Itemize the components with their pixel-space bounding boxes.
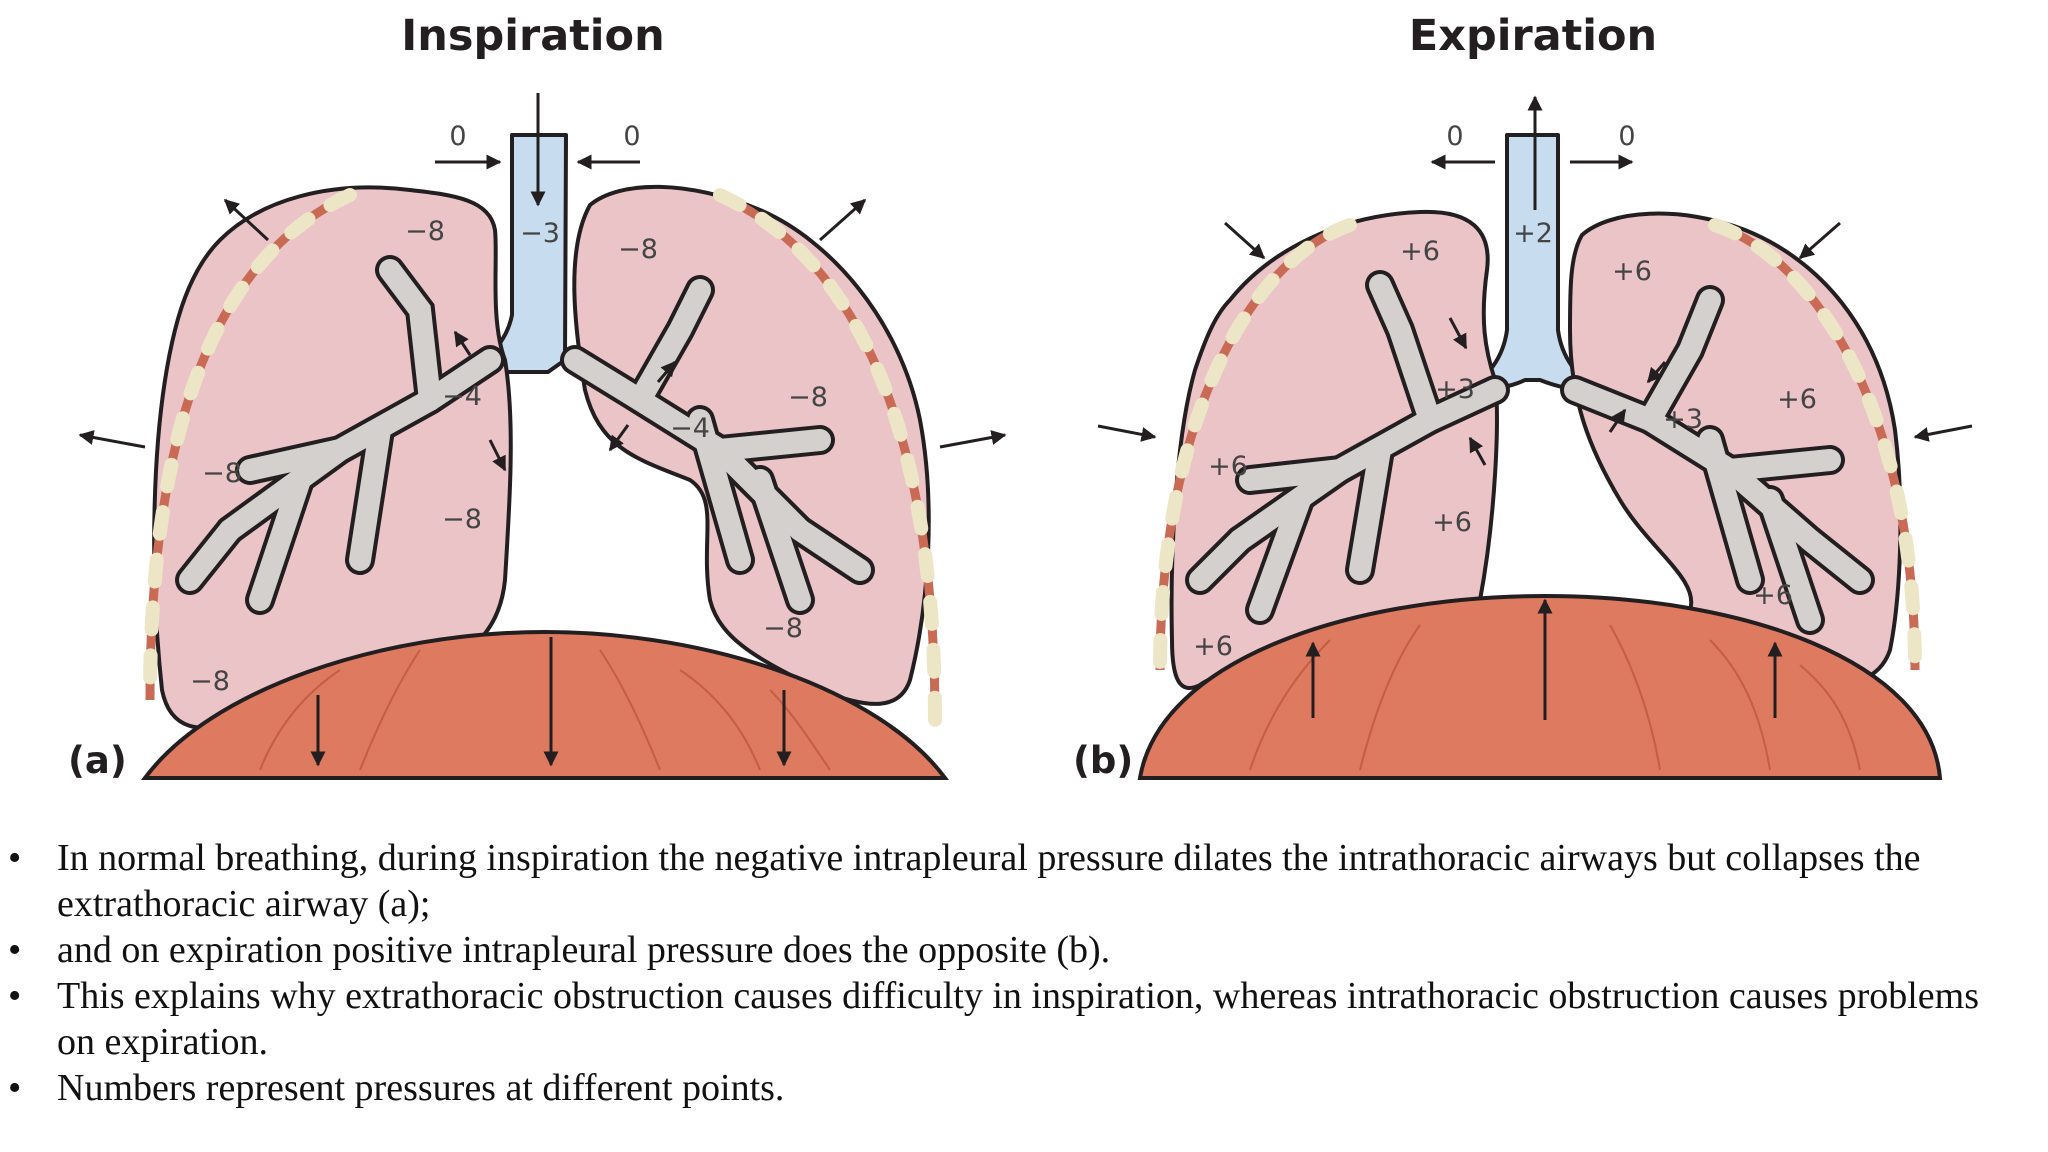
pressure-label: 0 bbox=[1618, 121, 1635, 152]
bullet-item: • Numbers represent pressures at differen… bbox=[0, 1065, 2000, 1111]
pressure-label: −8 bbox=[202, 458, 242, 489]
pressure-label: 0 bbox=[623, 121, 640, 152]
pressure-label: −8 bbox=[618, 234, 658, 265]
bullet-symbol: • bbox=[8, 975, 22, 1017]
pressure-label: −8 bbox=[788, 382, 828, 413]
ribs-right-panel-right bbox=[1708, 218, 1922, 677]
pressure-label: −8 bbox=[763, 613, 803, 644]
pressure-label: 0 bbox=[449, 121, 466, 152]
pressure-label: 0 bbox=[1446, 121, 1463, 152]
ribs-right-panel-left bbox=[1153, 218, 1357, 677]
bullet-text: Numbers represent pressures at different… bbox=[57, 1067, 785, 1109]
bullet-symbol: • bbox=[8, 1067, 22, 1109]
panel-label-b: (b) bbox=[1073, 739, 1133, 782]
pressure-label: −4 bbox=[670, 413, 710, 444]
pressure-label: −8 bbox=[190, 666, 230, 697]
pressure-label: +6 bbox=[1777, 384, 1817, 415]
inspiration-title: Inspiration bbox=[401, 11, 664, 61]
inspiration-arrows bbox=[78, 93, 1007, 767]
bullet-item: • This explains why extrathoracic obstruc… bbox=[0, 973, 2000, 1065]
inspiration-panel: Inspiration bbox=[68, 11, 1007, 782]
pressure-label: +3 bbox=[1663, 404, 1703, 435]
pressure-label: +6 bbox=[1432, 507, 1472, 538]
bronchi-right-panel bbox=[1185, 270, 1875, 635]
pressure-label: −4 bbox=[442, 381, 482, 412]
diaphragm-right bbox=[1137, 593, 1943, 780]
bronchi-left-panel bbox=[175, 255, 875, 615]
pressure-label: +6 bbox=[1193, 631, 1233, 662]
pressure-label: +6 bbox=[1208, 451, 1248, 482]
bullet-symbol: • bbox=[8, 929, 22, 971]
pressure-label: −8 bbox=[405, 216, 445, 247]
diaphragm-right-fibres bbox=[1249, 624, 1861, 771]
bullet-text: and on expiration positive intrapleural … bbox=[57, 929, 1111, 971]
diaphragm-left-fibres bbox=[259, 649, 831, 771]
bullet-text: This explains why extrathoracic obstruct… bbox=[57, 975, 1979, 1063]
ribs-left-panel-left bbox=[143, 188, 357, 707]
panel-label-a: (a) bbox=[68, 739, 127, 782]
caption-bullet-list: • In normal breathing, during inspiration… bbox=[0, 835, 2000, 1111]
pressure-label: +6 bbox=[1753, 580, 1793, 611]
expiration-pressure-labels: 0 0 +2 +6 +6 +3 +3 +6 +6 +6 +6 +6 bbox=[1193, 121, 1817, 662]
expiration-title: Expiration bbox=[1409, 11, 1657, 61]
diaphragm-left bbox=[141, 629, 949, 780]
pressure-label: +6 bbox=[1612, 256, 1652, 287]
pressure-label: −8 bbox=[442, 504, 482, 535]
bullet-item: • In normal breathing, during inspiration… bbox=[0, 835, 2000, 927]
expiration-arrows bbox=[1097, 95, 1973, 720]
pressure-label: +2 bbox=[1513, 218, 1553, 249]
ribs-left-panel-right bbox=[713, 188, 942, 727]
pressure-label: +3 bbox=[1435, 374, 1475, 405]
bullet-item: • and on expiration positive intrapleural… bbox=[0, 927, 2000, 973]
inspiration-pressure-labels: 0 0 −3 −8 −8 −4 −4 −8 −8 −8 −8 −8 bbox=[190, 121, 828, 697]
bullet-text: In normal breathing, during inspiration … bbox=[57, 837, 1921, 925]
bullet-symbol: • bbox=[8, 837, 22, 879]
expiration-panel: Expiration bbox=[1073, 11, 1973, 782]
pressure-label: +6 bbox=[1400, 236, 1440, 267]
pressure-label: −3 bbox=[520, 218, 560, 249]
